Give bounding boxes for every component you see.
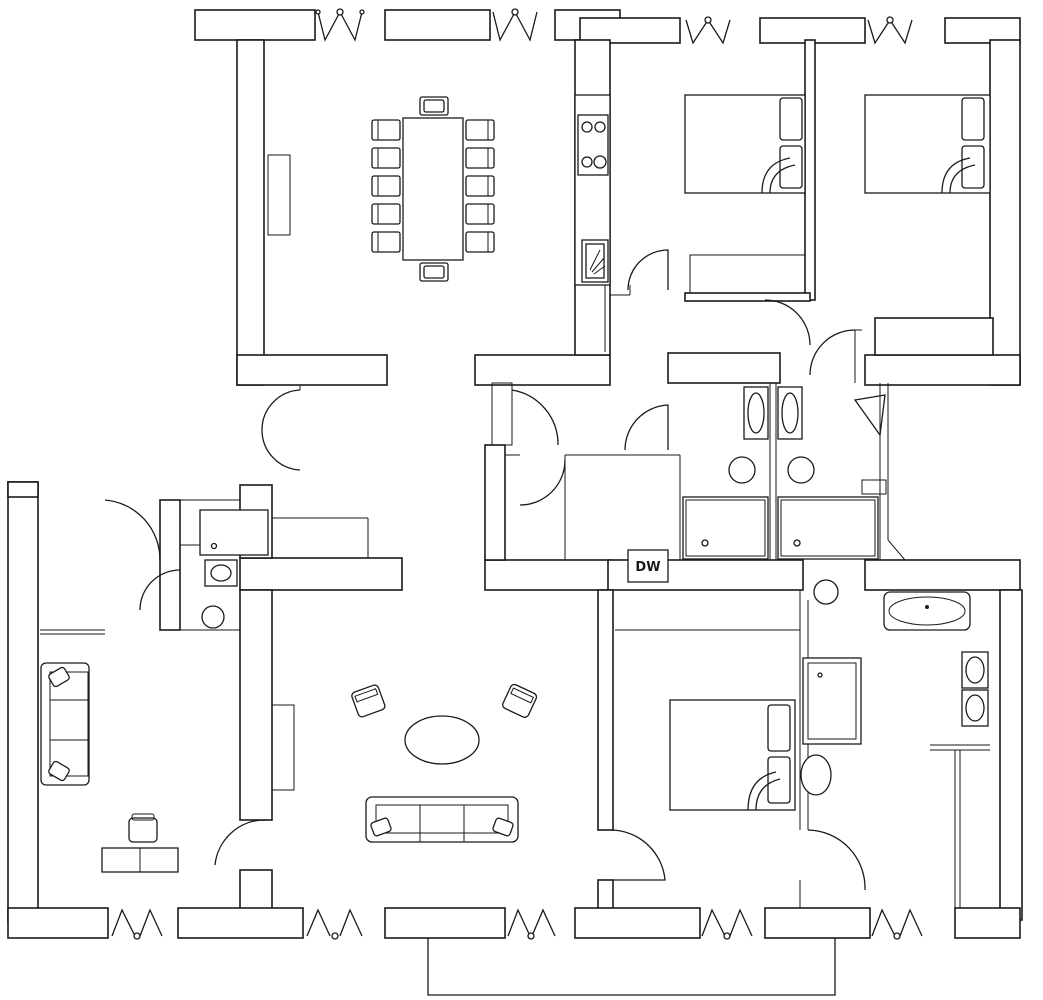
window-bottom-1 bbox=[111, 908, 163, 940]
door-living-left bbox=[214, 819, 266, 866]
basin bbox=[204, 559, 238, 587]
window-dining-1 bbox=[315, 8, 365, 42]
walls bbox=[7, 9, 1023, 996]
sofa-left bbox=[40, 662, 90, 786]
wardrobe-1 bbox=[689, 254, 806, 294]
partitions bbox=[40, 99, 990, 908]
window-bottom-4 bbox=[701, 908, 753, 940]
shower bbox=[802, 657, 862, 745]
door-storage bbox=[139, 569, 181, 611]
chairs-right bbox=[465, 119, 495, 253]
bed-1 bbox=[684, 94, 806, 194]
master-bath bbox=[800, 579, 989, 796]
bath-1 bbox=[682, 386, 769, 560]
toilet bbox=[800, 754, 832, 796]
dishwasher: DW bbox=[627, 549, 669, 583]
door-shower bbox=[853, 394, 886, 437]
dining-set bbox=[371, 96, 495, 282]
armchair-right bbox=[502, 683, 538, 718]
sofa-living bbox=[365, 796, 519, 843]
door-dining-hall bbox=[261, 389, 301, 471]
left-room-furniture bbox=[40, 662, 179, 873]
door-kitchen bbox=[627, 249, 669, 291]
window-bottom-3 bbox=[507, 908, 556, 940]
dishwasher-label: DW bbox=[635, 560, 660, 575]
door-master-bath bbox=[807, 829, 866, 891]
bathtub bbox=[883, 591, 971, 631]
toilet bbox=[728, 456, 756, 484]
bath-2 bbox=[777, 386, 879, 560]
window-bottom-5 bbox=[871, 908, 923, 940]
living-furniture bbox=[351, 683, 538, 843]
door-living-right bbox=[611, 829, 666, 881]
wc-left bbox=[199, 509, 269, 629]
toilet bbox=[201, 605, 225, 629]
armchair-left bbox=[351, 684, 386, 718]
toilet bbox=[787, 456, 815, 484]
window-bedroom-2 bbox=[867, 16, 913, 45]
storage-box bbox=[199, 509, 269, 556]
dining-table bbox=[402, 117, 464, 261]
bathtub bbox=[777, 496, 879, 560]
bathtub bbox=[682, 496, 769, 560]
window-bedroom-1 bbox=[685, 16, 731, 45]
bed-2 bbox=[864, 94, 991, 194]
windows bbox=[111, 8, 923, 940]
bed-master bbox=[669, 699, 796, 811]
toilet-top bbox=[813, 579, 839, 605]
door-wc-top bbox=[624, 404, 669, 451]
window-dining-2 bbox=[492, 8, 538, 42]
coffee-table bbox=[404, 715, 480, 765]
door-pantry bbox=[511, 389, 559, 446]
chairs-left bbox=[371, 119, 401, 253]
door-bath-corridor bbox=[809, 329, 856, 376]
door-laundry bbox=[519, 459, 566, 506]
desk-chair bbox=[128, 813, 158, 843]
door-left-room bbox=[104, 499, 161, 561]
doors bbox=[104, 249, 886, 891]
door-bedroom-1 bbox=[764, 299, 811, 346]
kitchen bbox=[574, 94, 611, 286]
window-bottom-2 bbox=[306, 908, 363, 940]
